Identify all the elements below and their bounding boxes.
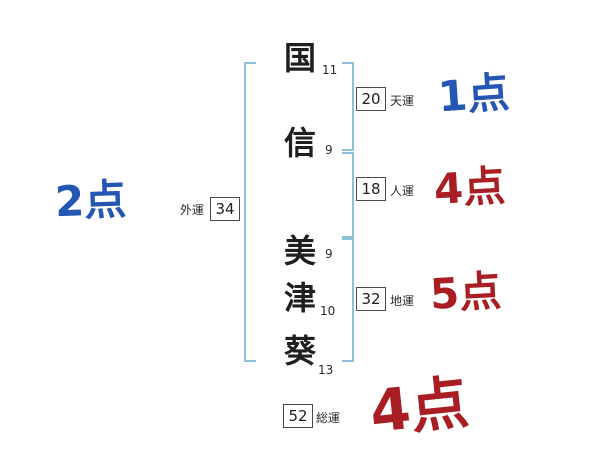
person-luck-score: 4点 <box>432 161 507 214</box>
heaven-luck-label: 天運 <box>390 94 415 108</box>
heaven-luck-value-box: 20 <box>356 87 386 111</box>
stroke-count-4: 10 <box>320 304 336 318</box>
earth-luck-bracket <box>342 238 354 362</box>
heaven-luck-bracket <box>342 62 354 151</box>
person-luck-bracket <box>342 152 354 238</box>
earth-luck-label: 地運 <box>390 294 415 308</box>
name-char-2: 信 <box>284 124 317 162</box>
total-luck-value-box: 52 <box>283 404 313 428</box>
stroke-count-3: 9 <box>325 247 333 261</box>
name-char-1: 国 <box>284 39 317 77</box>
name-char-5: 葵 <box>284 332 317 370</box>
person-luck-label: 人運 <box>390 184 415 198</box>
outer-luck-score: 2点 <box>54 174 128 227</box>
heaven-luck-score: 1点 <box>436 67 511 122</box>
earth-luck-value-box: 32 <box>356 287 386 311</box>
outer-luck-bracket <box>244 62 256 362</box>
earth-luck-score: 5点 <box>428 266 503 319</box>
stroke-count-2: 9 <box>325 143 333 157</box>
total-luck-label: 総運 <box>316 411 341 425</box>
name-char-4: 津 <box>284 279 317 317</box>
stroke-count-5: 13 <box>318 363 334 377</box>
outer-luck-label: 外運 <box>180 203 205 217</box>
outer-luck-value-box: 34 <box>210 197 240 221</box>
stroke-count-1: 11 <box>322 63 338 77</box>
total-luck-score: 4点 <box>366 368 472 446</box>
person-luck-value-box: 18 <box>356 177 386 201</box>
name-char-3: 美 <box>284 232 317 270</box>
